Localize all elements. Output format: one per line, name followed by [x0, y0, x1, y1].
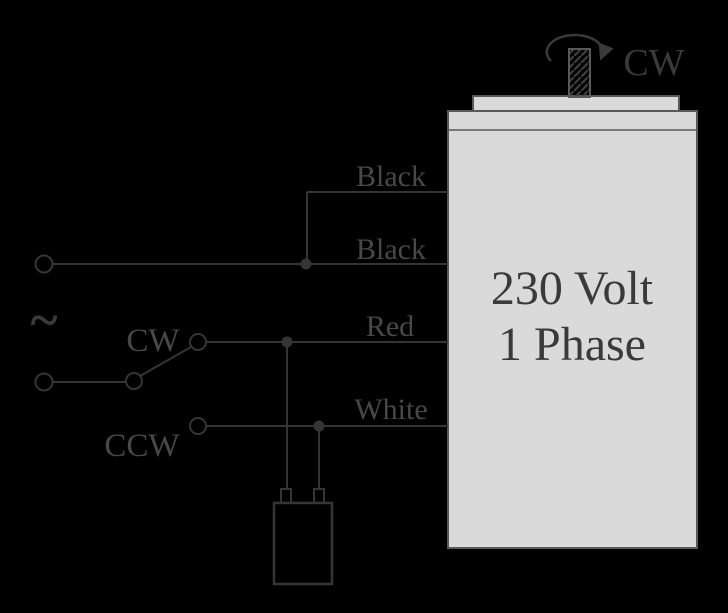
wire-label-black-2: Black [356, 233, 426, 266]
switch-ccw-contact [189, 417, 207, 435]
motor-body [447, 110, 698, 549]
wire-label-black-1: Black [356, 160, 426, 193]
motor-top-cap [472, 95, 680, 112]
motor-title-line2: 1 Phase [498, 318, 646, 371]
ac-terminal-bottom [34, 372, 54, 392]
capacitor-terminal-right [313, 488, 325, 504]
wire-label-white: White [354, 393, 427, 426]
junction-dot-black [300, 258, 312, 270]
wiring [52, 191, 448, 489]
motor-shaft [568, 48, 591, 98]
motor-title-line1: 230 Volt [491, 262, 654, 315]
wire-labels: Black Black Red White [354, 160, 427, 426]
capacitor-body [272, 501, 334, 586]
junction-dot-white [313, 420, 325, 432]
ac-source-symbol: ~ [30, 292, 57, 349]
switch-ccw-label: CCW [104, 428, 180, 464]
switch-blade [139, 346, 192, 377]
rotation-arrow-icon [545, 33, 614, 62]
wire-label-red: Red [366, 310, 414, 343]
junction-dot-red [281, 336, 293, 348]
ac-terminal-top [34, 254, 54, 274]
capacitor [272, 488, 334, 586]
direction-switch: CW CCW [104, 323, 207, 464]
switch-cw-label: CW [126, 323, 180, 359]
switch-pole-terminal [125, 372, 143, 390]
switch-cw-contact [189, 333, 207, 351]
motor: CW 230 Volt 1 Phase [447, 33, 698, 549]
capacitor-terminal-left [280, 488, 292, 504]
ac-source: ~ [30, 254, 58, 392]
motor-rotation-label: CW [623, 42, 684, 84]
